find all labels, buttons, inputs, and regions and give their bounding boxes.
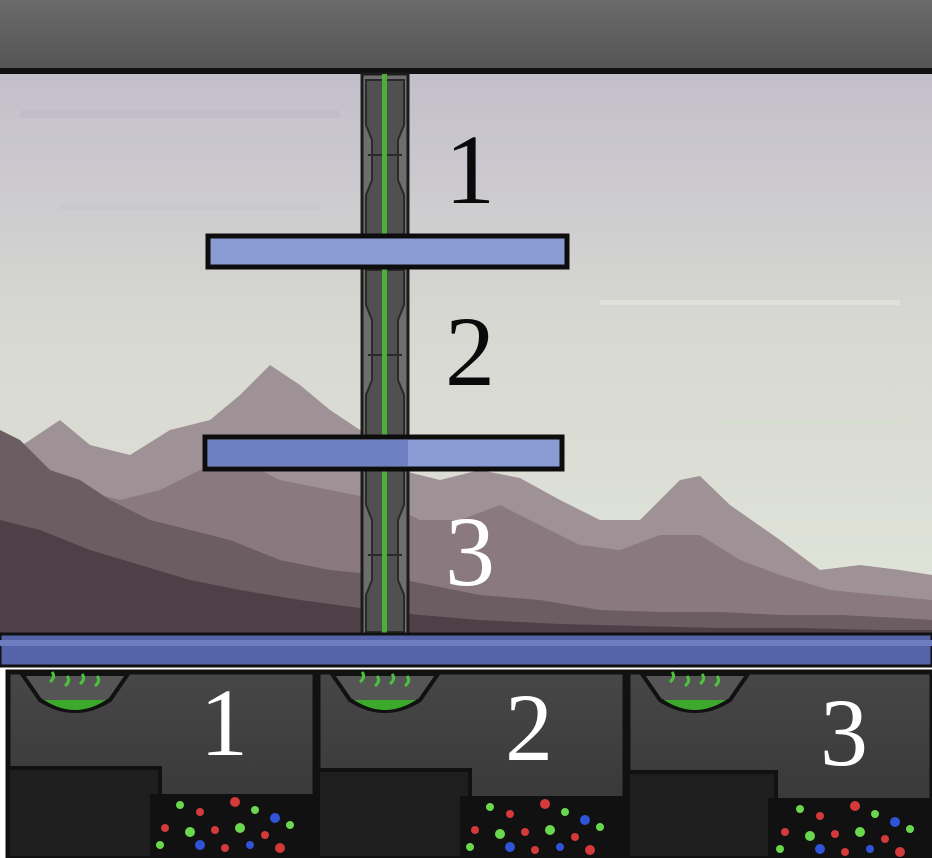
shaft-level-label: 2 [445, 296, 495, 407]
room-label: 2 [505, 674, 553, 781]
room-panel-3: 3 [628, 672, 932, 858]
elevator-platform-upper [208, 236, 567, 267]
shaft-level-label: 1 [445, 114, 495, 225]
room-label: 1 [200, 669, 248, 776]
elevator-rail-glow [382, 74, 387, 636]
room-panel-1: 1 [8, 669, 315, 858]
floor-band [0, 634, 932, 666]
room-panel-2: 2 [318, 672, 625, 858]
room-label: 3 [820, 679, 868, 786]
shaft-level-label: 3 [445, 496, 495, 607]
elevator-shaft-icon [362, 74, 408, 636]
ceiling-bar [0, 0, 932, 72]
elevator-platform-lower [205, 437, 562, 469]
